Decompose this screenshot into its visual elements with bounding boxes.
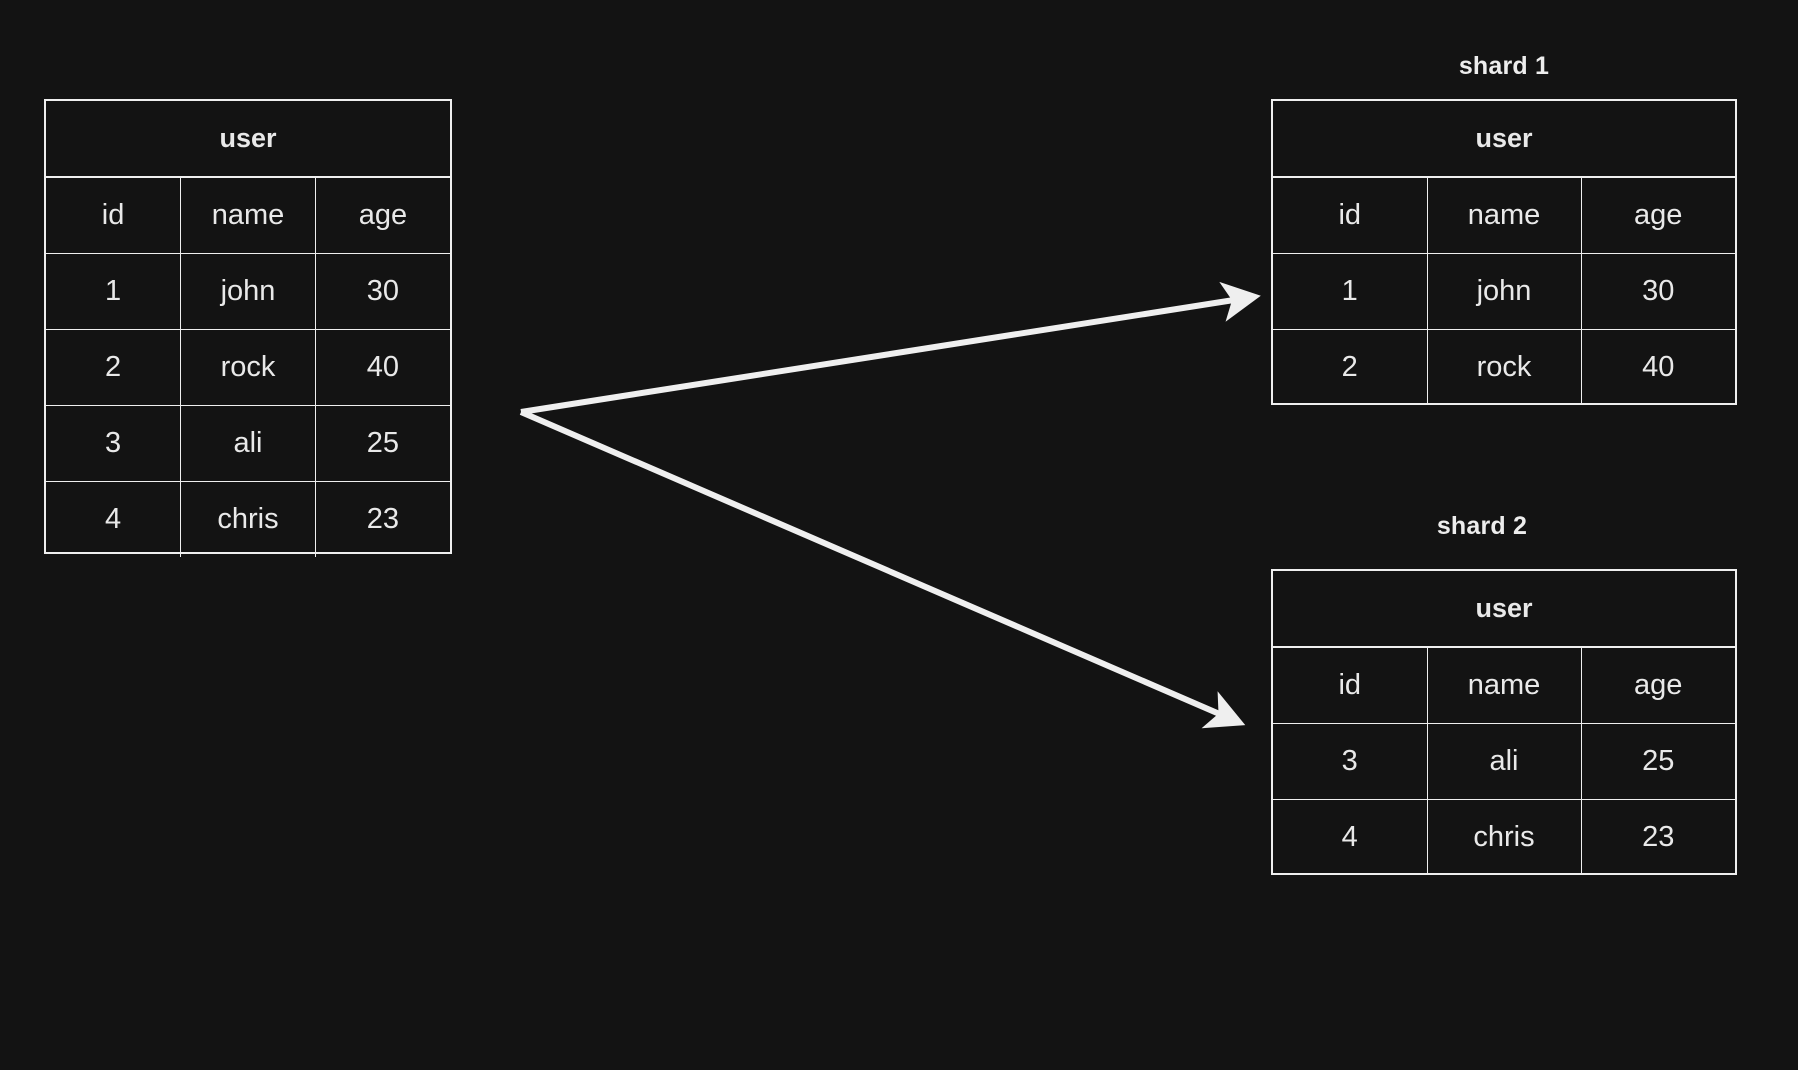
cell-name: john bbox=[180, 253, 316, 330]
cell-id: 3 bbox=[46, 405, 182, 482]
table-row: 2 rock 40 bbox=[1273, 329, 1735, 405]
cell-age: 40 bbox=[314, 329, 450, 406]
table-grid: user id name age 3 ali 25 4 chris 23 bbox=[1273, 571, 1735, 875]
column-header-age: age bbox=[1580, 176, 1735, 254]
column-header-id: id bbox=[1273, 176, 1428, 254]
column-header-id: id bbox=[1273, 646, 1428, 724]
cell-age: 30 bbox=[314, 253, 450, 330]
table-row: 2 rock 40 bbox=[46, 329, 450, 406]
table-row: 4 chris 23 bbox=[1273, 799, 1735, 875]
table-title-row: user bbox=[1273, 101, 1735, 178]
table-title-row: user bbox=[46, 101, 450, 178]
cell-id: 4 bbox=[46, 481, 182, 557]
shard-2-user-table: user id name age 3 ali 25 4 chris 23 bbox=[1271, 569, 1737, 875]
shard-1-caption: shard 1 bbox=[1458, 52, 1550, 80]
cell-id: 3 bbox=[1273, 723, 1428, 800]
arrow-to-shard-2 bbox=[519, 409, 1246, 729]
column-header-name: name bbox=[1426, 646, 1582, 724]
cell-id: 1 bbox=[1273, 253, 1428, 330]
cell-age: 23 bbox=[1580, 799, 1735, 875]
cell-name: john bbox=[1426, 253, 1582, 330]
cell-name: rock bbox=[180, 329, 316, 406]
table-row: 4 chris 23 bbox=[46, 481, 450, 557]
table-row: 3 ali 25 bbox=[1273, 723, 1735, 800]
cell-name: ali bbox=[180, 405, 316, 482]
table-title-row: user bbox=[1273, 571, 1735, 648]
table-header-row: id name age bbox=[1273, 176, 1735, 254]
table-grid: user id name age 1 john 30 2 rock 40 bbox=[1273, 101, 1735, 405]
column-header-name: name bbox=[180, 176, 316, 254]
table-row: 1 john 30 bbox=[1273, 253, 1735, 330]
cell-name: chris bbox=[1426, 799, 1582, 875]
cell-id: 1 bbox=[46, 253, 182, 330]
cell-id: 2 bbox=[1273, 329, 1428, 405]
table-grid: user id name age 1 john 30 2 rock 40 bbox=[46, 101, 450, 557]
cell-name: chris bbox=[180, 481, 316, 557]
cell-name: rock bbox=[1426, 329, 1582, 405]
shard-1-user-table: user id name age 1 john 30 2 rock 40 bbox=[1271, 99, 1737, 405]
cell-id: 4 bbox=[1273, 799, 1428, 875]
column-header-age: age bbox=[314, 176, 450, 254]
table-header-row: id name age bbox=[46, 176, 450, 254]
column-header-id: id bbox=[46, 176, 182, 254]
table-title: user bbox=[1273, 571, 1735, 648]
source-user-table: user id name age 1 john 30 2 rock 40 bbox=[44, 99, 452, 557]
cell-age: 25 bbox=[1580, 723, 1735, 800]
cell-age: 30 bbox=[1580, 253, 1735, 330]
table-title: user bbox=[46, 101, 450, 178]
column-header-name: name bbox=[1426, 176, 1582, 254]
cell-age: 23 bbox=[314, 481, 450, 557]
column-header-age: age bbox=[1580, 646, 1735, 724]
table-header-row: id name age bbox=[1273, 646, 1735, 724]
table-row: 1 john 30 bbox=[46, 253, 450, 330]
cell-name: ali bbox=[1426, 723, 1582, 800]
arrow-to-shard-1 bbox=[520, 281, 1261, 415]
table-title: user bbox=[1273, 101, 1735, 178]
cell-id: 2 bbox=[46, 329, 182, 406]
cell-age: 40 bbox=[1580, 329, 1735, 405]
cell-age: 25 bbox=[314, 405, 450, 482]
table-row: 3 ali 25 bbox=[46, 405, 450, 482]
shard-2-caption: shard 2 bbox=[1436, 512, 1528, 540]
